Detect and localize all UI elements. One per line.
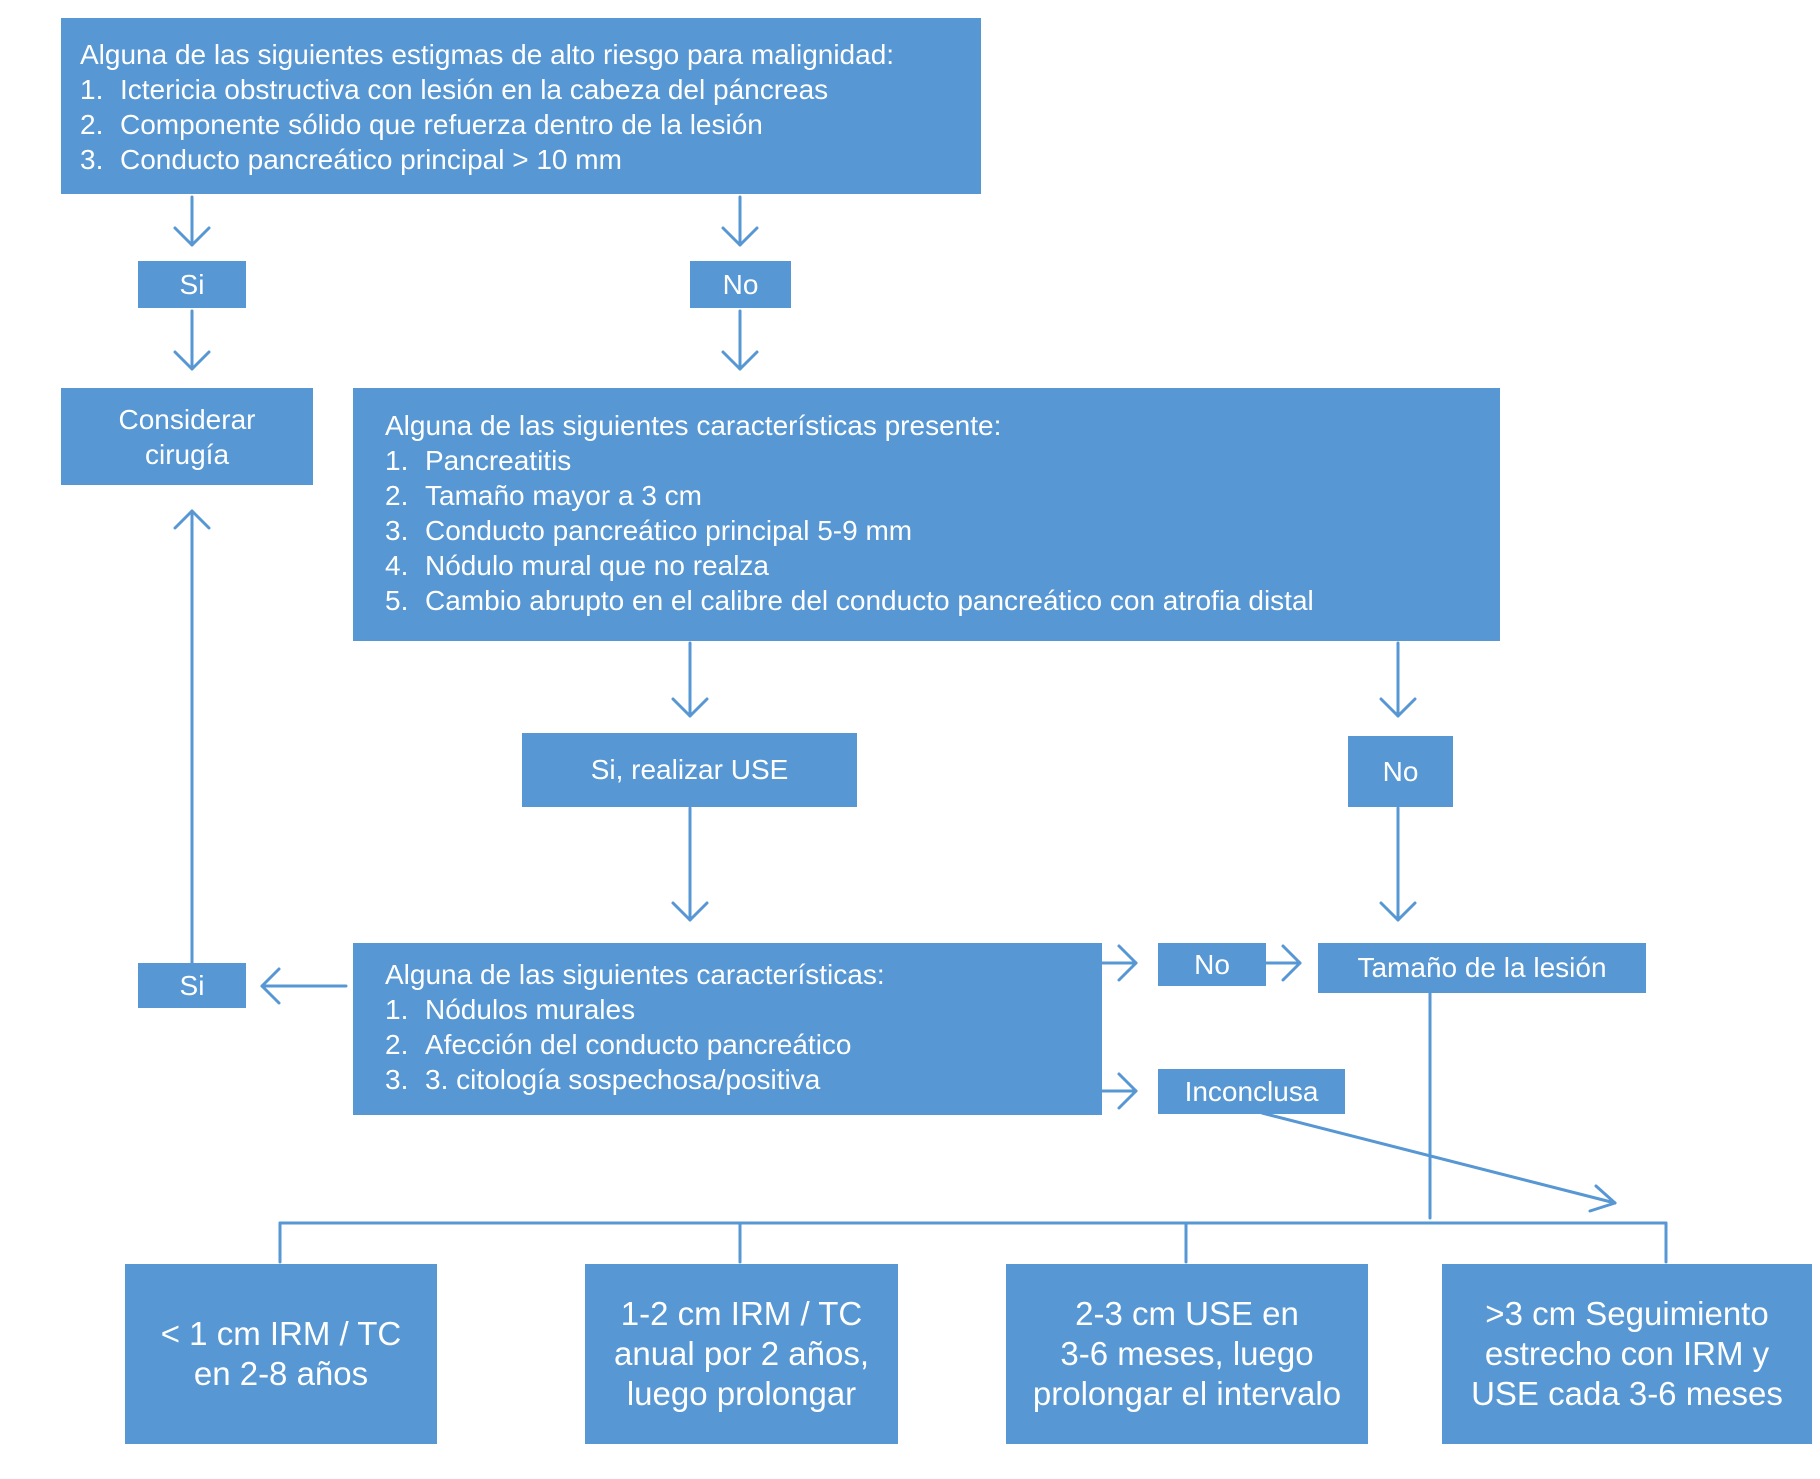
- worrisome-list: 1.Pancreatitis 2.Tamaño mayor a 3 cm 3.C…: [385, 443, 1500, 618]
- connector-use-to-eus: [671, 806, 709, 922]
- connector-eus-to-no: [1100, 944, 1138, 982]
- connector-highrisk-to-no: [721, 195, 759, 247]
- connector-size-distribution: [278, 1221, 1668, 1264]
- list-item: 3.Conducto pancreático principal 5-9 mm: [385, 515, 913, 546]
- connector-eus-to-inconclusive: [1100, 1072, 1138, 1110]
- eus-list: 1.Nódulos murales 2.Afección del conduct…: [385, 992, 1102, 1097]
- perform-eus-label: Si, realizar USE: [522, 733, 857, 807]
- list-item: 1.Nódulos murales: [385, 994, 636, 1025]
- connector-si-up-to-surgery: [173, 509, 211, 965]
- eus-yes-label: Si: [138, 963, 246, 1008]
- list-item: 2.Afección del conducto pancreático: [385, 1029, 852, 1060]
- connector-no-to-lesion-size: [1264, 944, 1302, 982]
- connector-inconclusive-to-over3cm: [1260, 1111, 1617, 1213]
- connector-worrisome-to-no: [1379, 641, 1417, 718]
- worrisome-title: Alguna de las siguientes características…: [385, 410, 1002, 441]
- connector-highrisk-to-si: [173, 195, 211, 247]
- lesion-size-box: Tamaño de la lesión: [1318, 943, 1646, 993]
- list-item: 5.Cambio abrupto en el calibre del condu…: [385, 585, 1314, 616]
- inconclusive-label: Inconclusa: [1158, 1069, 1345, 1114]
- connector-eus-to-si: [260, 967, 348, 1005]
- worrisome-no-label: No: [1348, 736, 1453, 807]
- connector-worrisome-to-use: [671, 641, 709, 718]
- outcome-1-2cm: 1-2 cm IRM / TC anual por 2 años, luego …: [585, 1264, 898, 1444]
- connector-no-to-worrisome: [721, 309, 759, 371]
- connector-si-to-surgery: [173, 309, 211, 371]
- high-risk-box: Alguna de las siguientes estigmas de alt…: [61, 18, 981, 194]
- list-item: 3.Conducto pancreático principal > 10 mm: [80, 144, 622, 175]
- eus-features-box: Alguna de las siguientes características…: [353, 943, 1102, 1115]
- outcome-2-3cm: 2-3 cm USE en 3-6 meses, luego prolongar…: [1006, 1264, 1368, 1444]
- eus-title: Alguna de las siguientes características…: [385, 959, 885, 990]
- high-risk-list: 1.Ictericia obstructiva con lesión en la…: [80, 72, 981, 177]
- list-item: 3.3. citología sospechosa/positiva: [385, 1064, 821, 1095]
- list-item: 2.Componente sólido que refuerza dentro …: [80, 109, 763, 140]
- list-item: 1.Ictericia obstructiva con lesión en la…: [80, 74, 829, 105]
- high-risk-title: Alguna de las siguientes estigmas de alt…: [80, 39, 895, 70]
- high-risk-yes-label: Si: [138, 261, 246, 308]
- outcome-over-3cm: >3 cm Seguimiento estrecho con IRM y USE…: [1442, 1264, 1812, 1444]
- list-item: 1.Pancreatitis: [385, 445, 572, 476]
- surgery-box: Considerar cirugía: [61, 388, 313, 485]
- outcome-under-1cm: < 1 cm IRM / TC en 2-8 años: [125, 1264, 437, 1444]
- list-item: 4.Nódulo mural que no realza: [385, 550, 769, 581]
- high-risk-no-label: No: [690, 261, 791, 308]
- eus-no-label: No: [1158, 943, 1266, 986]
- list-item: 2.Tamaño mayor a 3 cm: [385, 480, 702, 511]
- worrisome-features-box: Alguna de las siguientes características…: [353, 388, 1500, 641]
- connector-no-to-size: [1379, 806, 1417, 922]
